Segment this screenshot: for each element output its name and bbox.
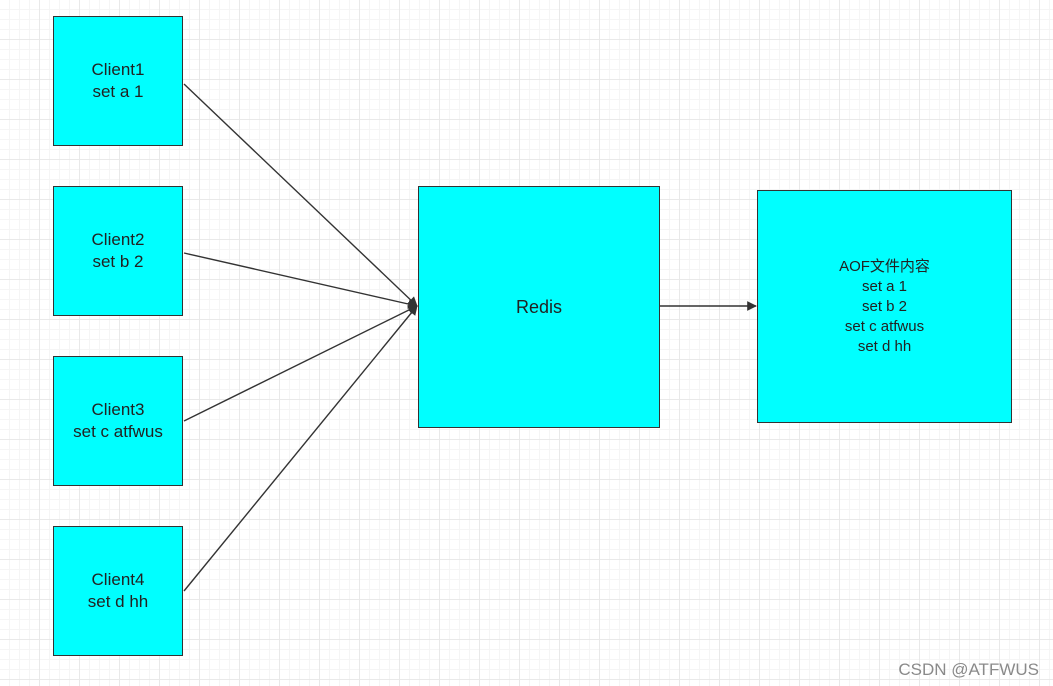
client3-box: Client3 set c atfwus <box>53 356 183 486</box>
arrow-client2-to-redis <box>183 252 418 309</box>
client4-name: Client4 <box>91 570 145 589</box>
arrow-client4-to-redis <box>183 305 418 592</box>
client4-box: Client4 set d hh <box>53 526 183 656</box>
redis-box: Redis <box>418 186 660 428</box>
aof-title: AOF文件内容 <box>839 257 930 275</box>
client3-name: Client3 <box>91 400 145 419</box>
client2-command: set b 2 <box>92 252 144 271</box>
client1-box: Client1 set a 1 <box>53 16 183 146</box>
watermark: CSDN @ATFWUS <box>898 660 1039 679</box>
aof-line-1: set a 1 <box>861 277 908 295</box>
client3-command: set c atfwus <box>73 422 163 441</box>
client1-name: Client1 <box>91 60 145 79</box>
client2-box: Client2 set b 2 <box>53 186 183 316</box>
client2-name: Client2 <box>91 230 145 249</box>
aof-line-4: set d hh <box>857 337 912 355</box>
aof-file-box: AOF文件内容 set a 1 set b 2 set c atfwus set… <box>757 190 1012 423</box>
client1-command: set a 1 <box>92 82 144 101</box>
redis-label: Redis <box>515 296 563 317</box>
arrow-client3-to-redis <box>183 305 418 422</box>
aof-line-2: set b 2 <box>861 297 908 315</box>
client4-command: set d hh <box>87 592 149 611</box>
aof-line-3: set c atfwus <box>844 317 925 335</box>
arrow-client1-to-redis <box>183 83 418 307</box>
